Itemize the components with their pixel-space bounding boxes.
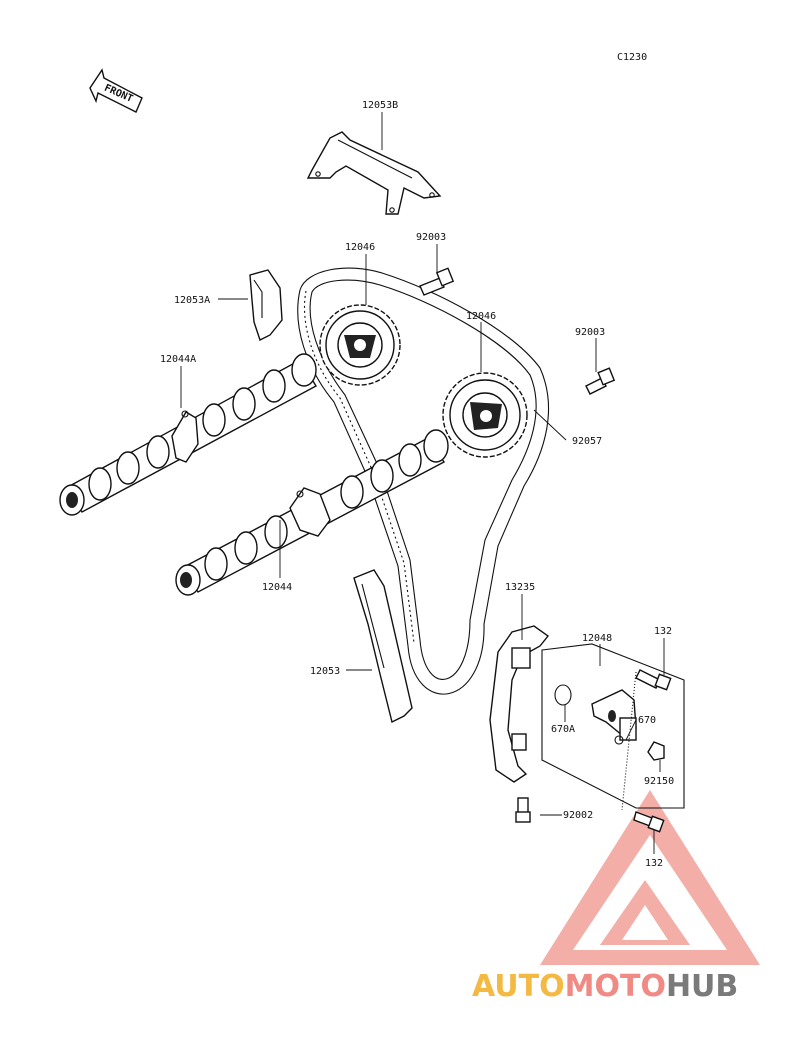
leader-lines <box>180 112 665 854</box>
label-92150: 92150 <box>644 776 674 787</box>
svg-text:AUTOMOTOHUB: AUTOMOTOHUB <box>472 969 738 1004</box>
watermark-moto: MOTO <box>565 969 666 1004</box>
label-670: 670 <box>638 715 656 726</box>
label-12053: 12053 <box>310 666 340 677</box>
left-cam-sprocket-12046 <box>319 304 401 386</box>
bolt-132-bottom <box>633 811 665 833</box>
label-670A: 670A <box>551 724 575 735</box>
label-12044A: 12044A <box>160 354 196 365</box>
watermark-auto: AUTO <box>472 969 565 1004</box>
timing-chain-92057 <box>297 267 550 695</box>
label-12053B: 12053B <box>362 100 398 111</box>
label-12044: 12044 <box>262 582 292 593</box>
sprocket-bolt-92003-right <box>585 367 616 395</box>
front-arrow-icon: FRONT <box>89 68 143 113</box>
label-12048: 12048 <box>582 633 612 644</box>
upper-chain-guide-12053B <box>306 131 442 215</box>
label-92003-right: 92003 <box>575 327 605 338</box>
label-13235: 13235 <box>505 582 535 593</box>
diagram-code: C1230 <box>617 52 647 63</box>
chain-guide-12053A <box>249 269 283 341</box>
label-132-top: 132 <box>654 626 672 637</box>
label-92057: 92057 <box>572 436 602 447</box>
bolt-92002 <box>515 797 531 823</box>
label-132-bottom: 132 <box>645 858 663 869</box>
right-cam-sprocket-12046 <box>442 372 528 458</box>
watermark-hub: HUB <box>666 969 738 1004</box>
label-12053A: 12053A <box>174 295 210 306</box>
bolt-132-top <box>635 669 672 691</box>
camshaft-12044 <box>175 429 449 596</box>
label-92003-top: 92003 <box>416 232 446 243</box>
label-92002: 92002 <box>563 810 593 821</box>
watermark-wordmark: AUTOMOTOHUB <box>472 969 738 1004</box>
label-12046-left: 12046 <box>345 242 375 253</box>
camshaft-12044A <box>59 353 317 516</box>
sprocket-bolt-92003-top <box>419 267 455 296</box>
tensioner-guide-13235 <box>489 625 550 783</box>
watermark-triangle-logo <box>540 790 760 965</box>
chain-guide-12053 <box>353 569 413 724</box>
tensioner-assembly-box-12048 <box>541 643 685 811</box>
label-12046-right: 12046 <box>466 311 496 322</box>
